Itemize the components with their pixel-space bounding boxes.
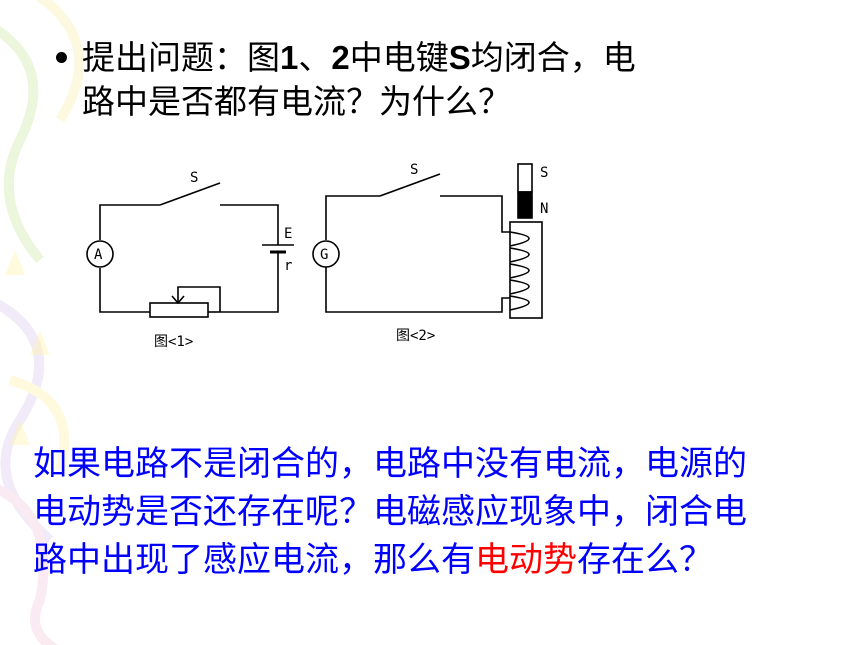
question-text-e: 中电键 — [349, 38, 449, 77]
figure-1-emf-label: E — [284, 226, 292, 242]
magnet-north-pole — [517, 191, 533, 219]
figure-1-caption: 图<1> — [154, 334, 193, 350]
figure-1-ammeter-label: A — [94, 247, 103, 263]
question-figure-1: 1 — [280, 39, 299, 76]
paragraph-line-1: 如果电路不是闭合的，电路中没有电流，电源的 — [33, 444, 747, 484]
question-line-2: 路中是否都有电流？为什么？ — [82, 82, 511, 121]
paragraph-line-3-end: 存在么？ — [577, 540, 713, 580]
figure-1-circuit — [86, 182, 294, 318]
explanation-paragraph: 如果电路不是闭合的，电路中没有电流，电源的 电动势是否还存在呢？电磁感应现象中，… — [33, 440, 848, 584]
magnet-south-pole — [517, 163, 533, 193]
paragraph-line-2: 电动势是否还存在呢？电磁感应现象中，闭合电 — [33, 492, 747, 532]
question-text-g: 均闭合，电 — [470, 38, 636, 77]
question-bullet: 提出问题：图1、2中电键S均闭合，电 路中是否都有电流？为什么？ — [56, 36, 746, 124]
question-text-c: 、 — [298, 38, 332, 77]
bullet-dot — [56, 52, 67, 63]
figure-2-magnet-n-label: N — [540, 201, 548, 217]
figure-2-caption: 图<2> — [396, 328, 435, 344]
figure-1-switch-label: S — [190, 170, 198, 186]
figure-2-magnet-s-label: S — [540, 165, 548, 181]
question-switch-s: S — [448, 39, 471, 76]
figure-2-switch-label: S — [410, 162, 418, 178]
emf-highlight: 电动势 — [475, 540, 577, 580]
figure-1-resistance-label: r — [284, 258, 292, 274]
paragraph-line-3: 路中出现了感应电流，那么有电动势存在么？ — [33, 536, 848, 584]
question-text-a: 提出问题：图 — [82, 38, 280, 77]
figure-2-galvanometer-label: G — [320, 247, 328, 263]
paragraph-line-3-start: 路中出现了感应电流，那么有 — [33, 540, 475, 580]
figure-2-circuit — [312, 173, 543, 319]
question-figure-2: 2 — [331, 39, 350, 76]
question-line-1: 提出问题：图1、2中电键S均闭合，电 — [56, 36, 746, 80]
